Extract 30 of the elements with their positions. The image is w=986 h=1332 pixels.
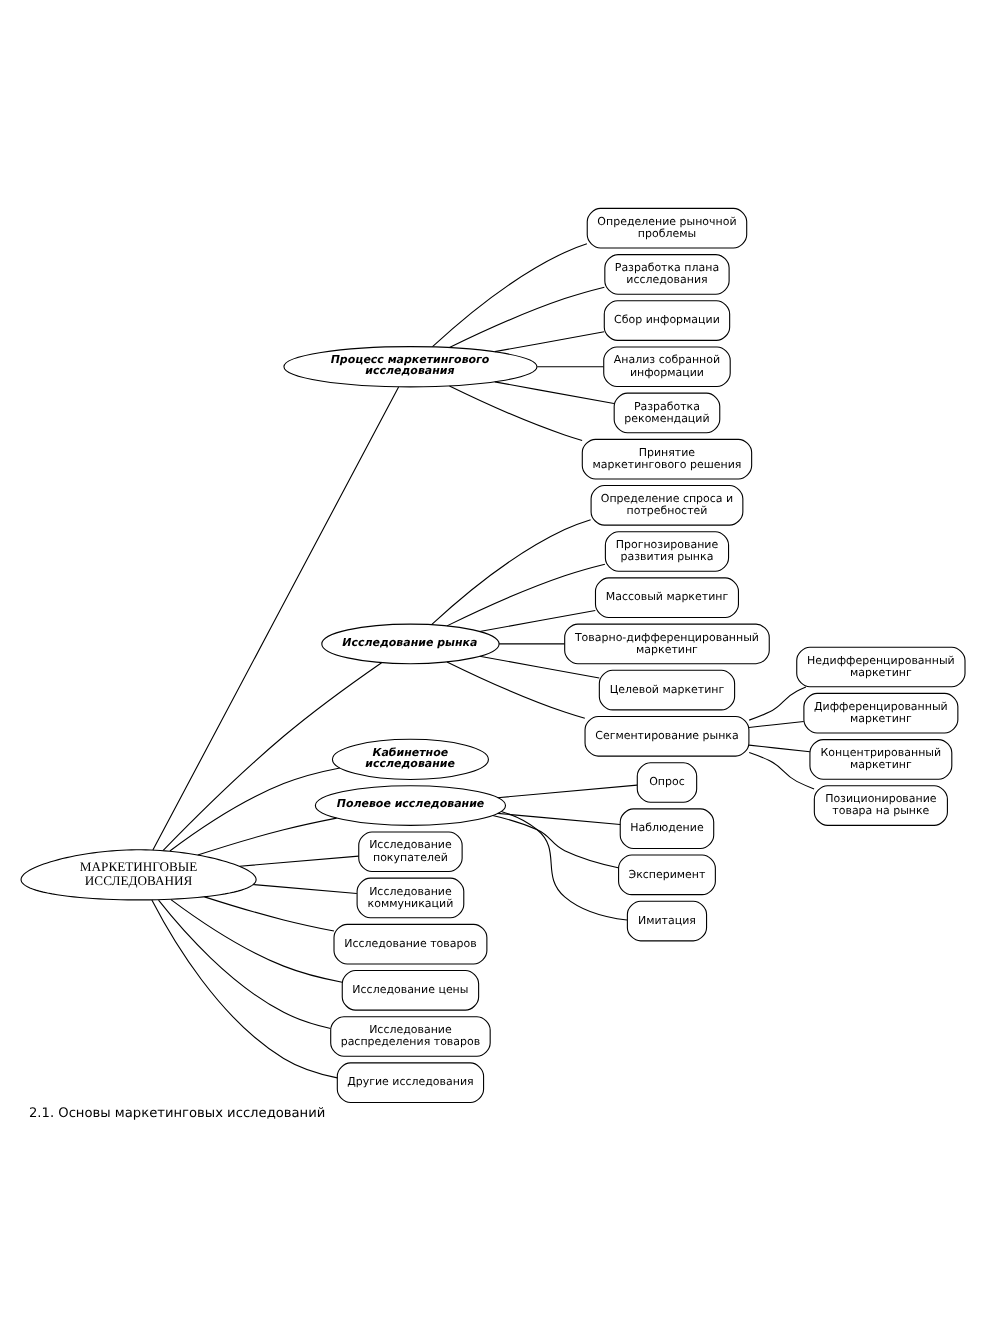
connector: [162, 661, 383, 850]
connector: [448, 384, 583, 440]
connector: [498, 642, 566, 644]
connector: [203, 895, 335, 931]
connector: [494, 380, 615, 404]
connector: [748, 750, 815, 789]
connector: [479, 609, 596, 632]
connector: [169, 766, 341, 851]
connector: [170, 898, 343, 982]
connector: [536, 365, 604, 367]
connector: [239, 854, 360, 866]
connector: [492, 813, 619, 868]
connector: [431, 242, 588, 347]
connector: [151, 898, 338, 1078]
connector: [448, 285, 605, 348]
connector: [197, 816, 338, 855]
connector: [500, 809, 628, 920]
connector: [252, 883, 358, 893]
connector: [158, 898, 332, 1029]
connector: [748, 685, 807, 720]
connector: [431, 518, 592, 625]
connector: [497, 783, 638, 798]
connector: [479, 654, 600, 678]
connector: [446, 660, 586, 718]
connector: [748, 743, 811, 752]
connector: [446, 562, 606, 626]
connector: [494, 330, 605, 352]
connector: [152, 385, 400, 850]
connector: [497, 811, 621, 825]
connector: [748, 719, 805, 727]
